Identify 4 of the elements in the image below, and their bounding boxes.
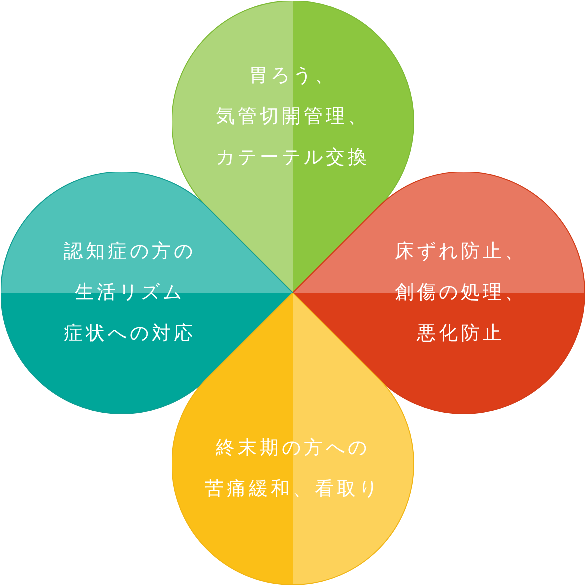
petal-label: 胃ろう、気管切開管理、カテーテル交換 — [216, 64, 370, 170]
petal-label: 認知症の方の生活リズム症状への対応 — [64, 240, 196, 346]
petal-label: 終末期の方への苦痛緩和、看取り — [205, 436, 381, 502]
petal-label: 床ずれ防止、創傷の処理、悪化防止 — [395, 240, 527, 346]
